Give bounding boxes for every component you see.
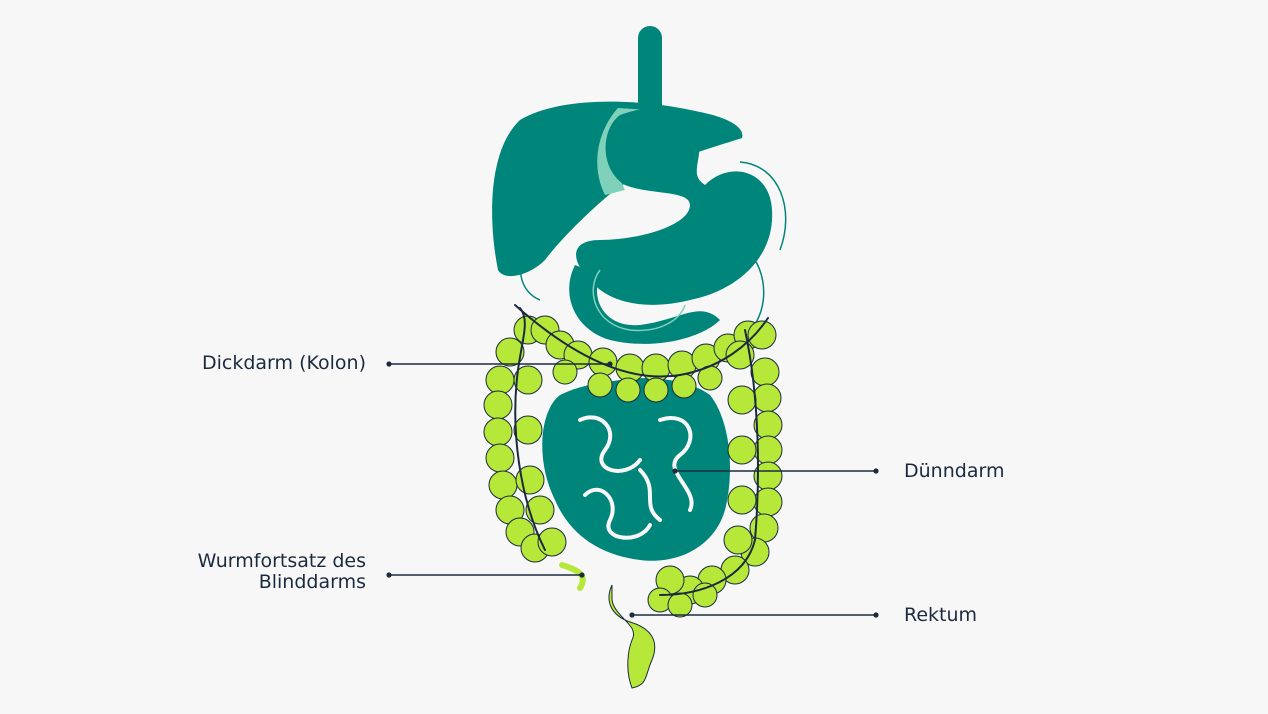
- duodenum: [569, 265, 720, 344]
- leader-lines: [389, 363, 876, 616]
- label-small-intestine: Dünndarm: [904, 460, 1005, 482]
- colon: [483, 315, 783, 618]
- small-intestine-loops: [578, 415, 694, 540]
- label-colon: Dickdarm (Kolon): [202, 352, 366, 374]
- stomach: [576, 107, 773, 305]
- spleen-outline: [739, 161, 787, 251]
- rectum: [608, 584, 656, 689]
- colon-centerlines: [514, 304, 769, 596]
- small-intestine: [542, 378, 730, 561]
- gallbladder-outline: [519, 239, 541, 301]
- label-appendix-line-2: Blinddarms: [258, 571, 366, 593]
- label-appendix-line-1: Wurmfortsatz des: [197, 550, 366, 572]
- leader-dots: [386, 361, 879, 618]
- label-rectum: Rektum: [904, 604, 978, 626]
- pancreas-outline: [592, 269, 686, 332]
- appendix: [559, 562, 586, 591]
- label-appendix: Wurmfortsatz des Blinddarms: [198, 551, 366, 593]
